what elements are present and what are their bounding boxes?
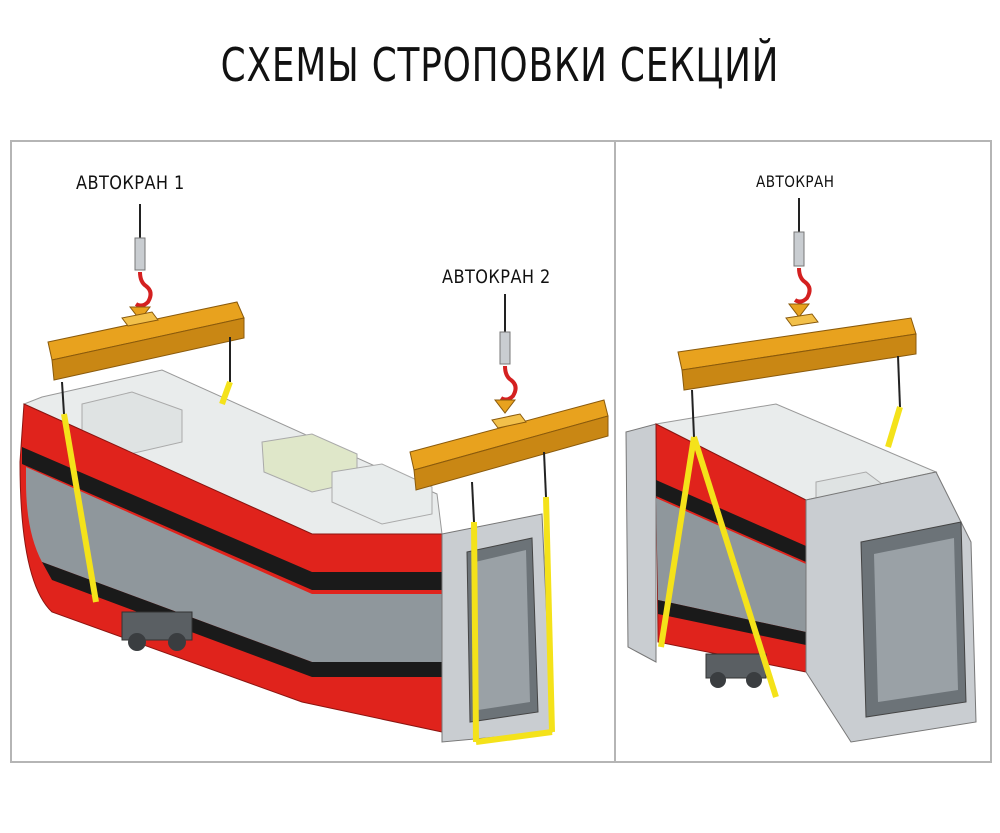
crane1-hook-icon [128, 204, 153, 321]
right-diagram [625, 198, 977, 743]
lifting-beam-1 [47, 301, 245, 381]
slings [61, 337, 555, 745]
lifting-beam [677, 313, 917, 391]
page-title: СХЕМЫ СТРОПОВКИ СЕКЦИЙ [220, 38, 780, 92]
crane-label: АВТОКРАН [756, 172, 835, 191]
left-diagram [19, 204, 609, 745]
slings [658, 355, 903, 698]
tram-section-short [625, 403, 977, 743]
crane2-label: АВТОКРАН 2 [442, 266, 551, 288]
tram-section-long [19, 369, 553, 743]
right-panel: АВТОКРАН [614, 140, 992, 763]
crane-hook-icon [787, 198, 812, 318]
lifting-beam-2 [409, 399, 609, 491]
crane2-hook-icon [493, 294, 518, 414]
crane1-label: АВТОКРАН 1 [76, 172, 185, 194]
left-panel: АВТОКРАН 1 АВТОКРАН 2 [10, 140, 616, 763]
